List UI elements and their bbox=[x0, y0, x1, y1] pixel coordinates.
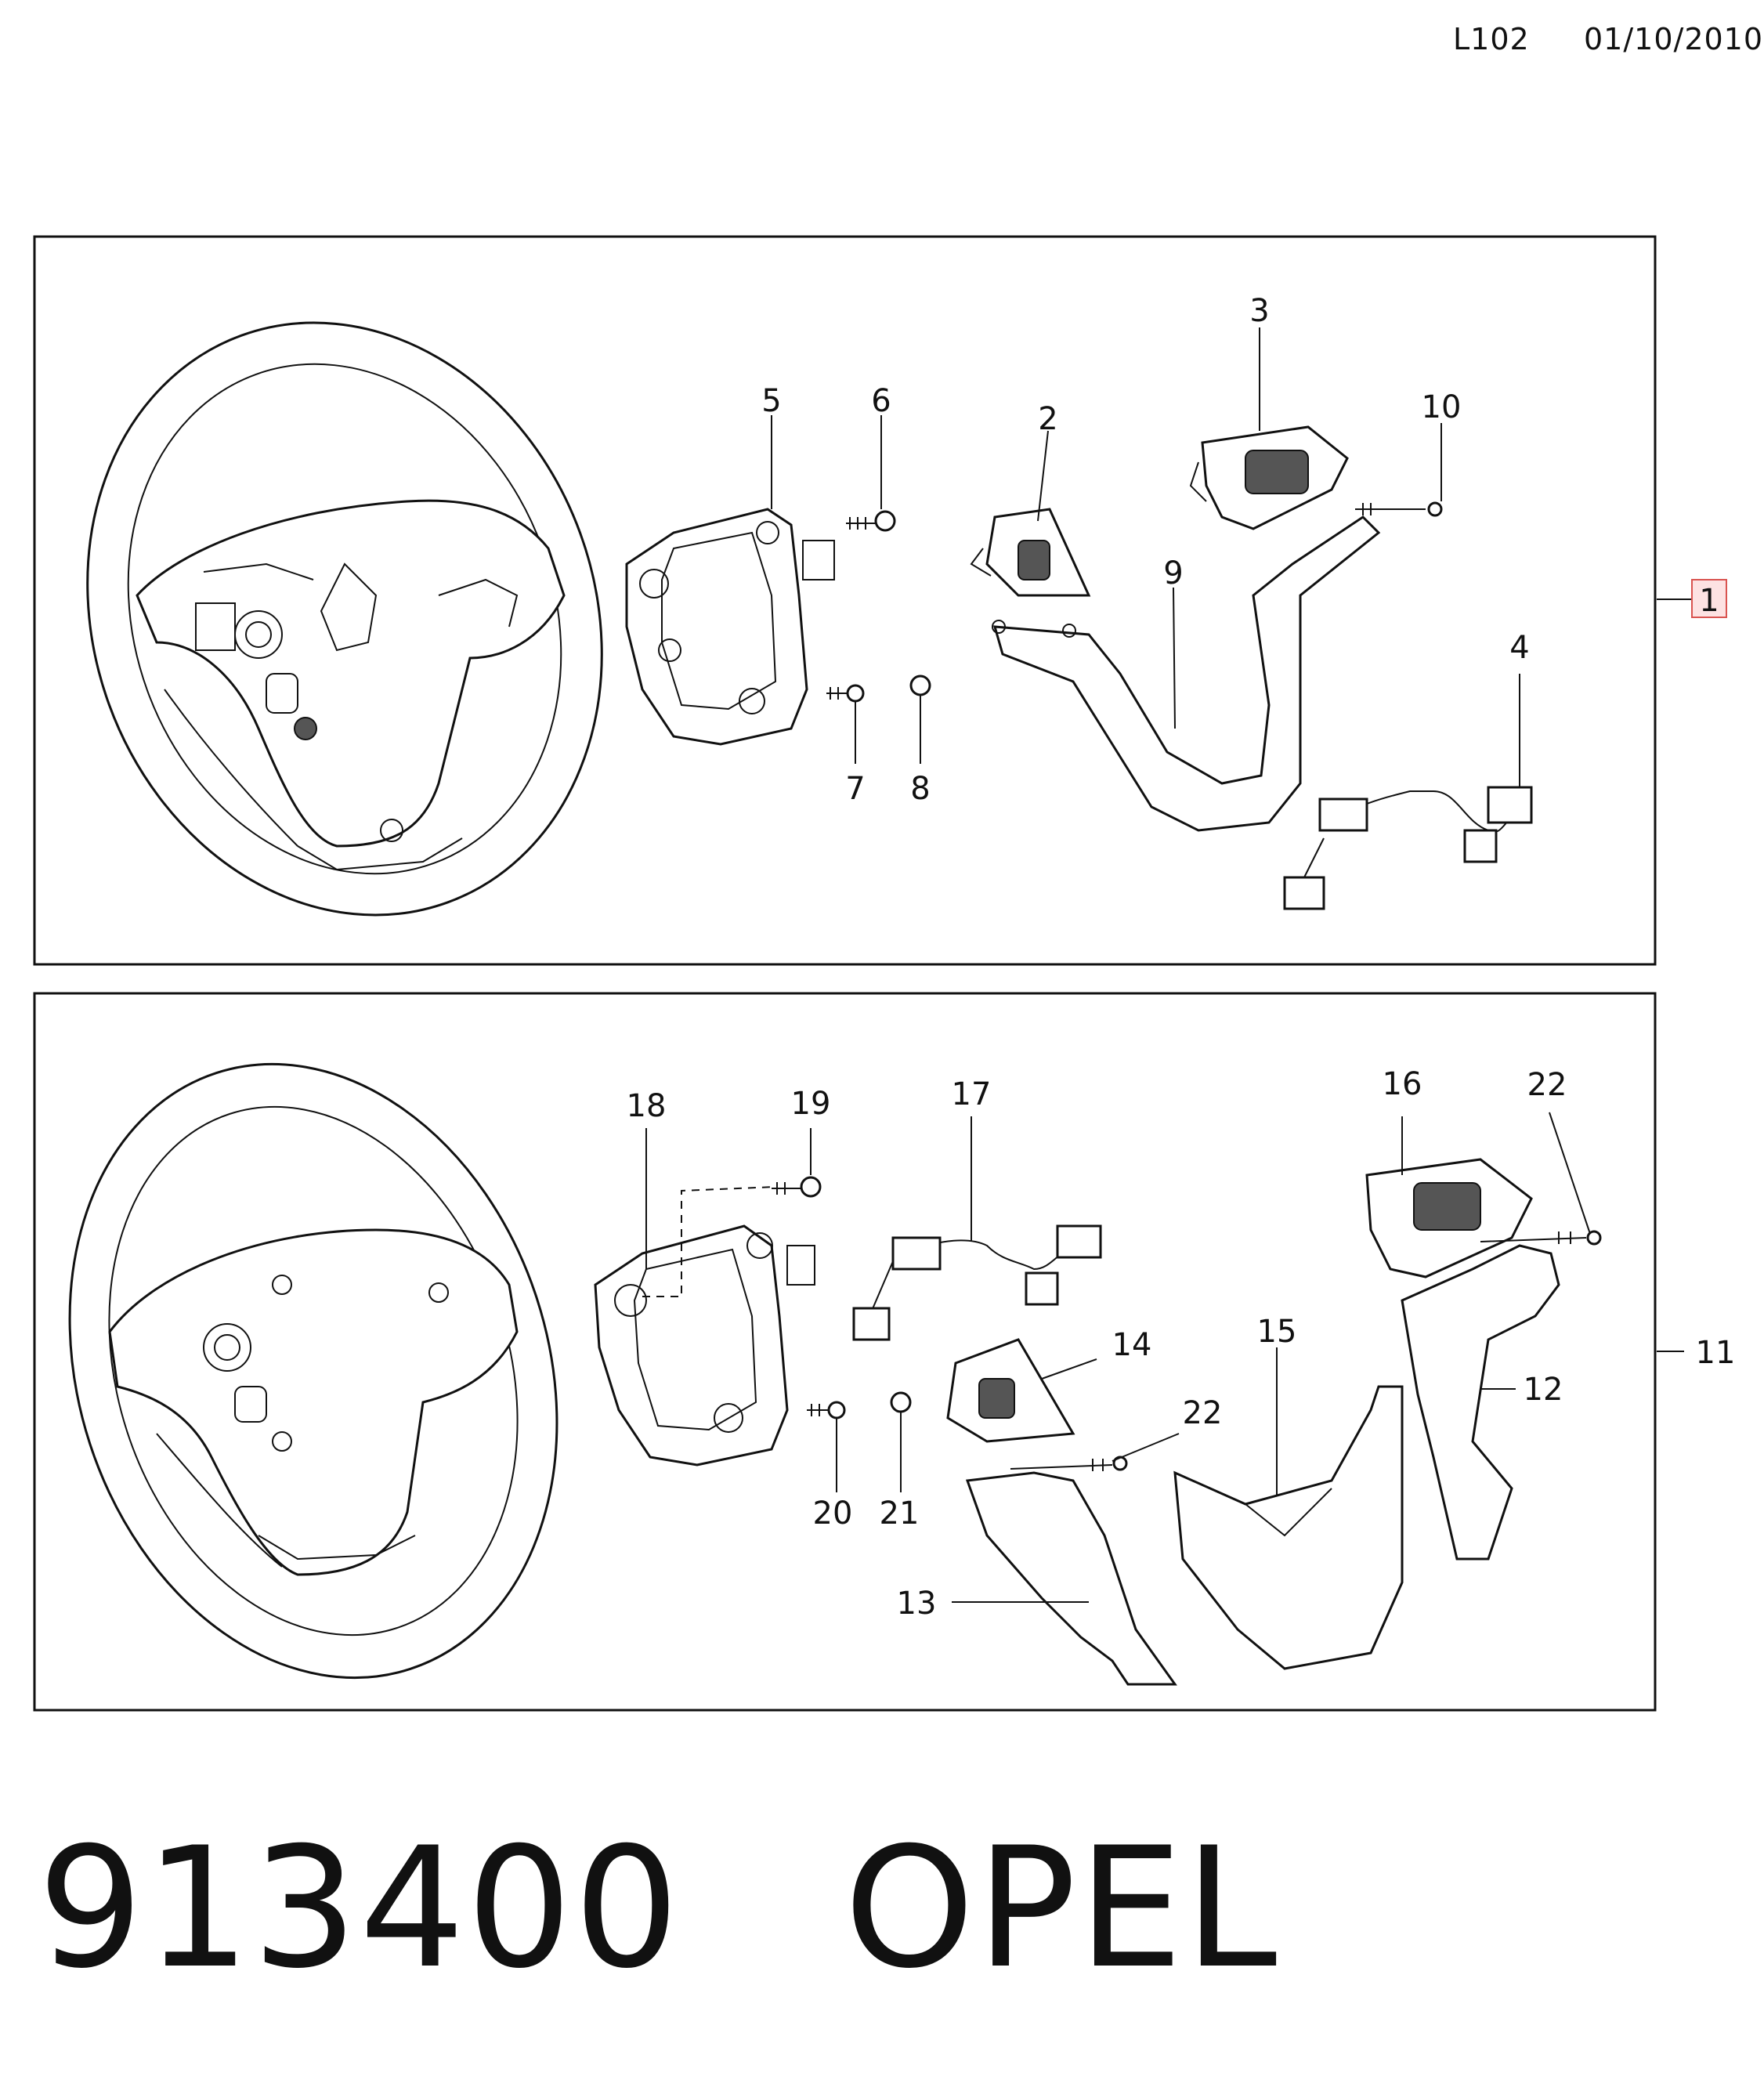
trim-cover-9 bbox=[992, 515, 1381, 832]
callout-3: 3 bbox=[1249, 293, 1269, 329]
callout-10: 10 bbox=[1422, 389, 1462, 425]
steering-wheel-bottom bbox=[68, 1062, 558, 1680]
nut-21 bbox=[890, 1391, 912, 1413]
callout-12: 12 bbox=[1524, 1372, 1563, 1408]
callout-22-upper: 22 bbox=[1527, 1067, 1567, 1103]
trim-cover-13 bbox=[965, 1471, 1177, 1686]
callout-14: 14 bbox=[1112, 1327, 1152, 1363]
assembly-label-1[interactable]: 1 bbox=[1699, 583, 1719, 619]
callout-13: 13 bbox=[897, 1586, 937, 1622]
left-switch-module-14 bbox=[946, 1338, 1075, 1443]
callout-20: 20 bbox=[813, 1495, 853, 1532]
brand-name: OPEL bbox=[844, 1811, 1279, 2005]
footer-title: 913400 OPEL bbox=[38, 1825, 1278, 1991]
screw-19 bbox=[772, 1176, 822, 1198]
callout-2: 2 bbox=[1038, 401, 1057, 437]
top-assembly-frame bbox=[33, 235, 1657, 966]
header-date: 01/10/2010 bbox=[1584, 22, 1764, 56]
top-leaders bbox=[771, 327, 1692, 787]
callout-22-lower: 22 bbox=[1183, 1395, 1223, 1431]
wiring-harness-17 bbox=[852, 1224, 1102, 1341]
screw-7 bbox=[826, 684, 865, 703]
bottom-assembly-frame bbox=[33, 992, 1657, 1712]
callout-17: 17 bbox=[952, 1076, 992, 1112]
wiring-harness-4 bbox=[1283, 786, 1533, 910]
part-number: 913400 bbox=[38, 1811, 681, 2005]
trim-cover-12 bbox=[1401, 1244, 1560, 1561]
callout-7: 7 bbox=[845, 771, 865, 807]
switch-bezel-frame bbox=[625, 508, 835, 746]
callout-18: 18 bbox=[627, 1088, 667, 1124]
right-switch-module-16 bbox=[1365, 1158, 1533, 1278]
callout-9: 9 bbox=[1163, 555, 1183, 591]
steering-wheel-top bbox=[86, 321, 603, 917]
trim-cover-15 bbox=[1173, 1385, 1404, 1670]
nut-8 bbox=[909, 674, 931, 696]
assembly-1-highlight bbox=[1691, 579, 1727, 618]
right-switch-module bbox=[1189, 425, 1349, 530]
screw-22-lower bbox=[1010, 1456, 1128, 1471]
bottom-leaders bbox=[645, 1112, 1684, 1603]
screw-10 bbox=[1355, 501, 1443, 517]
callout-19: 19 bbox=[791, 1086, 831, 1122]
callout-15: 15 bbox=[1257, 1314, 1297, 1350]
screw-20 bbox=[807, 1401, 846, 1420]
left-switch-module bbox=[970, 508, 1091, 597]
callout-16: 16 bbox=[1383, 1066, 1422, 1102]
callout-4: 4 bbox=[1509, 630, 1529, 666]
switch-bezel-frame-18 bbox=[594, 1186, 815, 1467]
callout-5: 5 bbox=[761, 383, 781, 419]
callout-21: 21 bbox=[880, 1495, 920, 1532]
callout-6: 6 bbox=[871, 383, 891, 419]
header-code: L102 bbox=[1453, 22, 1530, 56]
callout-8: 8 bbox=[910, 771, 930, 807]
assembly-label-11[interactable]: 11 bbox=[1696, 1335, 1736, 1371]
screw-22-upper bbox=[1480, 1230, 1602, 1246]
screw-6 bbox=[846, 510, 896, 532]
